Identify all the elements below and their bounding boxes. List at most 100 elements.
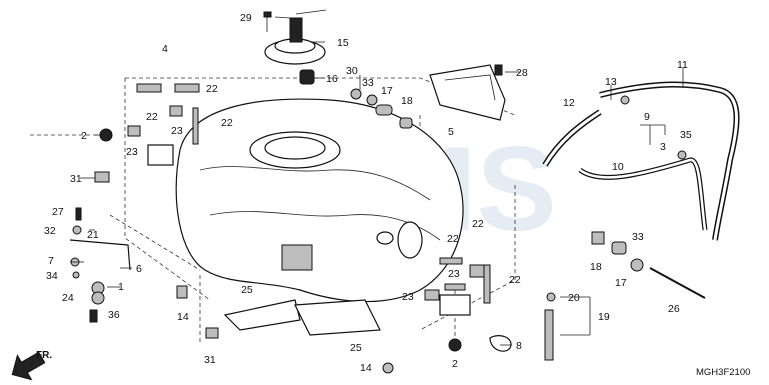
rubber-23d-icon bbox=[424, 289, 440, 301]
callout-14b: 14 bbox=[360, 362, 372, 374]
rubber-23-icon bbox=[127, 125, 141, 137]
clip-31b-icon bbox=[205, 327, 219, 339]
bolt-26-icon bbox=[649, 267, 706, 299]
cap-8-icon bbox=[489, 335, 512, 352]
callout-12: 12 bbox=[563, 97, 575, 109]
callout-28: 28 bbox=[516, 67, 528, 79]
dashed-leaders bbox=[30, 77, 516, 345]
small-parts bbox=[69, 64, 706, 374]
callout-17b: 17 bbox=[615, 277, 627, 289]
fuel-cap bbox=[264, 9, 327, 65]
callout-2a: 2 bbox=[81, 130, 87, 142]
callout-19: 19 bbox=[598, 311, 610, 323]
damper-17-icon bbox=[375, 104, 393, 116]
callout-23d: 23 bbox=[402, 291, 414, 303]
washer-20-icon bbox=[546, 292, 556, 302]
clip-14b-icon bbox=[382, 362, 394, 374]
callout-30: 30 bbox=[346, 65, 358, 77]
callout-22d: 22 bbox=[472, 218, 484, 230]
callout-27: 27 bbox=[52, 206, 64, 218]
bracket-5 bbox=[429, 64, 506, 121]
callout-31b: 31 bbox=[204, 354, 216, 366]
callout-34: 34 bbox=[46, 270, 58, 282]
callout-26: 26 bbox=[668, 303, 680, 315]
clip-14-icon bbox=[176, 285, 188, 299]
rubber-22d-icon bbox=[439, 257, 463, 265]
bolt-28-icon bbox=[494, 64, 503, 76]
callout-13: 13 bbox=[605, 76, 617, 88]
front-direction-label: FR. bbox=[36, 350, 52, 361]
callout-25a: 25 bbox=[241, 284, 253, 296]
callout-33b: 33 bbox=[632, 231, 644, 243]
callout-21: 21 bbox=[87, 229, 99, 241]
callout-33: 33 bbox=[362, 77, 374, 89]
callout-3: 3 bbox=[660, 141, 666, 153]
collar-18b-icon bbox=[591, 231, 605, 245]
rubber-pad-icon bbox=[439, 294, 471, 316]
grommet-2-icon bbox=[99, 128, 113, 142]
callout-18b: 18 bbox=[590, 261, 602, 273]
callout-23a: 23 bbox=[126, 146, 138, 158]
callout-16: 16 bbox=[326, 73, 338, 85]
callout-17: 17 bbox=[381, 85, 393, 97]
pad-25a-icon bbox=[223, 299, 301, 331]
callout-36: 36 bbox=[108, 309, 120, 321]
callout-20: 20 bbox=[568, 292, 580, 304]
damper-17b-icon bbox=[611, 241, 627, 255]
callout-10: 10 bbox=[612, 161, 624, 173]
callout-18: 18 bbox=[401, 95, 413, 107]
callout-24: 24 bbox=[62, 292, 74, 304]
rubber-22-icon bbox=[136, 83, 162, 93]
callout-11: 11 bbox=[677, 59, 688, 71]
callout-4: 4 bbox=[162, 43, 168, 55]
callout-25b: 25 bbox=[350, 342, 362, 354]
breather-hoses bbox=[542, 81, 740, 241]
collar-18-icon bbox=[399, 117, 413, 129]
callout-35: 35 bbox=[680, 129, 692, 141]
fuel-pump-plate bbox=[281, 244, 313, 271]
callout-2b: 2 bbox=[452, 358, 458, 370]
bolt-27-icon bbox=[75, 207, 82, 221]
callout-31a: 31 bbox=[70, 173, 82, 185]
washer-30-icon bbox=[350, 88, 362, 100]
callout-9: 9 bbox=[644, 111, 650, 123]
rubber-23b-icon bbox=[169, 105, 183, 117]
callout-14a: 14 bbox=[177, 311, 189, 323]
washer-24-icon bbox=[91, 291, 105, 305]
callout-8: 8 bbox=[516, 340, 522, 352]
clip-13-icon bbox=[620, 95, 630, 105]
callout-22b: 22 bbox=[146, 111, 158, 123]
rubber-sheet-icon bbox=[147, 144, 174, 166]
callout-22a: 22 bbox=[206, 83, 218, 95]
front-direction-arrow: FR. bbox=[11, 350, 52, 381]
rubber-22f-icon bbox=[483, 264, 491, 304]
callout-23c: 23 bbox=[448, 268, 460, 280]
callout-1: 1 bbox=[118, 281, 124, 293]
callout-22c: 22 bbox=[221, 117, 233, 129]
collar-33b-icon bbox=[630, 258, 644, 272]
sensor-19-icon bbox=[544, 309, 554, 361]
fuel-tank bbox=[175, 98, 464, 303]
callout-23b: 23 bbox=[171, 125, 183, 137]
rubber-22b-icon bbox=[174, 83, 200, 93]
bolt-29-icon bbox=[263, 11, 272, 32]
diagram-code: MGH3F2100 bbox=[696, 367, 750, 378]
callout-7: 7 bbox=[48, 255, 54, 267]
clip-31-icon bbox=[94, 171, 110, 183]
callout-29: 29 bbox=[240, 12, 252, 24]
rubber-16-icon bbox=[299, 69, 315, 85]
bolt-36-icon bbox=[89, 309, 98, 323]
rubber-22c-icon bbox=[192, 107, 199, 145]
collar-33-icon bbox=[366, 94, 378, 106]
callout-22e: 22 bbox=[447, 233, 459, 245]
rubber-23c-icon bbox=[469, 264, 485, 278]
callout-22f: 22 bbox=[509, 274, 521, 286]
rubber-22e-icon bbox=[444, 283, 466, 291]
bolt-32-icon bbox=[72, 225, 82, 235]
callout-32: 32 bbox=[44, 225, 56, 237]
callout-labels: 29 15 4 16 30 33 17 18 28 11 13 12 22 22… bbox=[44, 12, 692, 374]
leader-lines bbox=[70, 16, 684, 346]
stay-6-icon bbox=[69, 239, 131, 271]
